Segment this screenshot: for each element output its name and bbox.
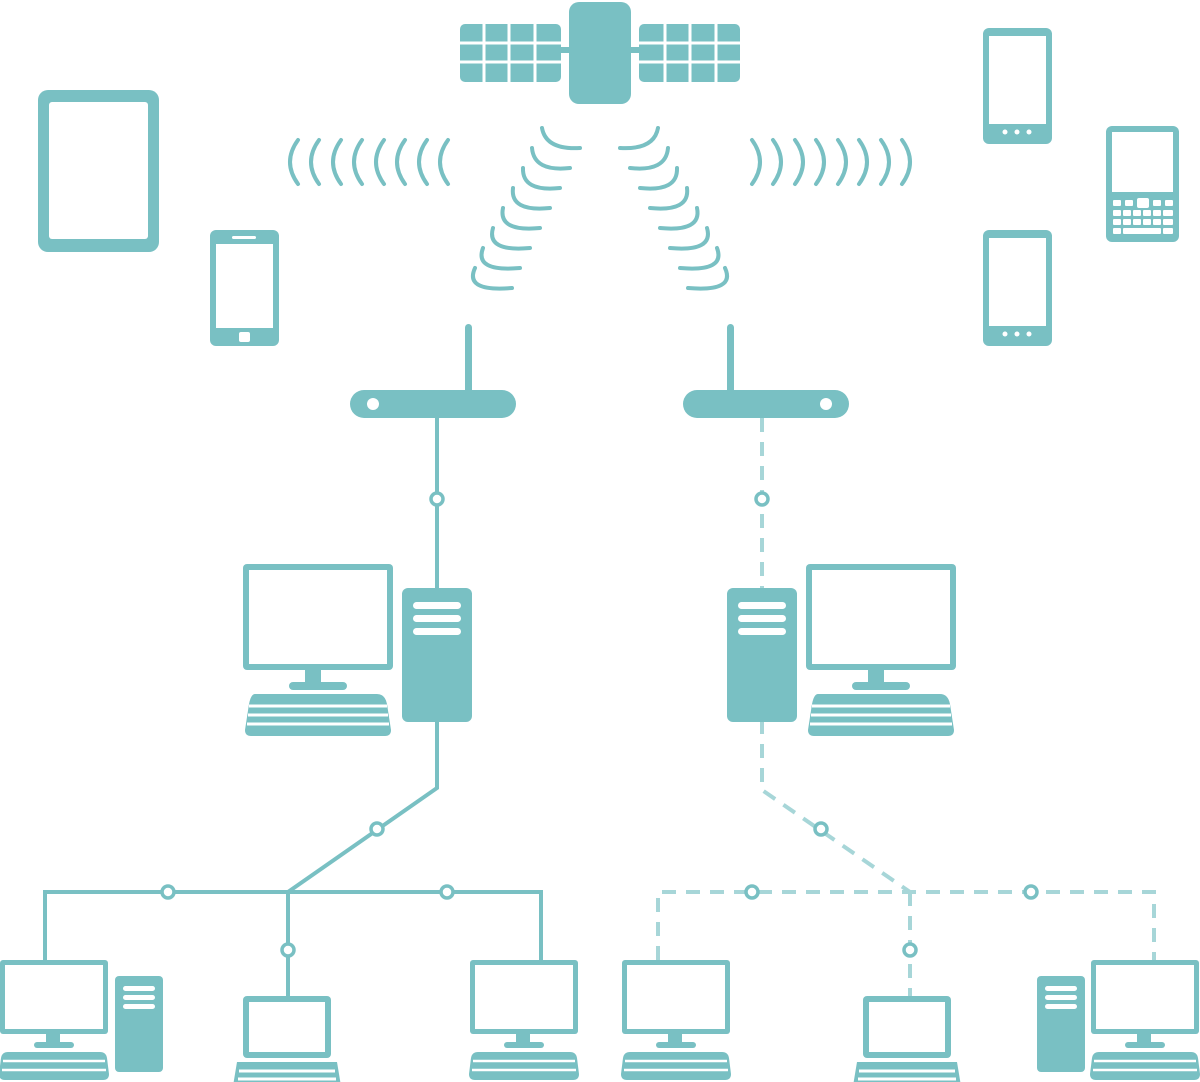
network-node xyxy=(439,884,455,900)
network-node xyxy=(813,821,829,837)
network-node xyxy=(280,942,296,958)
network-node xyxy=(1023,884,1039,900)
desktop-computer-icon-left xyxy=(241,562,472,738)
smartphone-icon-bottom-right xyxy=(983,230,1052,346)
qwerty-phone-icon xyxy=(1106,126,1179,242)
network-node xyxy=(369,821,385,837)
monitor-icon-bottom-4 xyxy=(619,958,733,1082)
signal-waves-left xyxy=(288,138,450,186)
smartphone-icon-top-right xyxy=(983,28,1052,144)
network-node xyxy=(754,491,770,507)
desktop-computer-icon-bottom-6 xyxy=(1037,958,1200,1082)
desktop-computer-icon-right xyxy=(727,562,958,738)
tablet-icon xyxy=(38,90,159,252)
smartphone-icon xyxy=(210,230,279,346)
network-node xyxy=(902,942,918,958)
satellite-icon xyxy=(460,2,740,104)
network-node xyxy=(744,884,760,900)
monitor-icon-bottom-3 xyxy=(467,958,581,1082)
laptop-icon-bottom-5 xyxy=(851,994,963,1082)
signal-waves-diagonal-right xyxy=(618,126,729,291)
network-node xyxy=(429,491,445,507)
signal-waves-diagonal-left xyxy=(471,126,582,291)
signal-waves-right xyxy=(750,138,912,186)
network-node xyxy=(160,884,176,900)
desktop-computer-icon-bottom-1 xyxy=(0,958,163,1082)
wireless-router-icon-left xyxy=(350,324,516,418)
laptop-icon-bottom-2 xyxy=(231,994,343,1082)
wireless-router-icon-right xyxy=(683,324,849,418)
